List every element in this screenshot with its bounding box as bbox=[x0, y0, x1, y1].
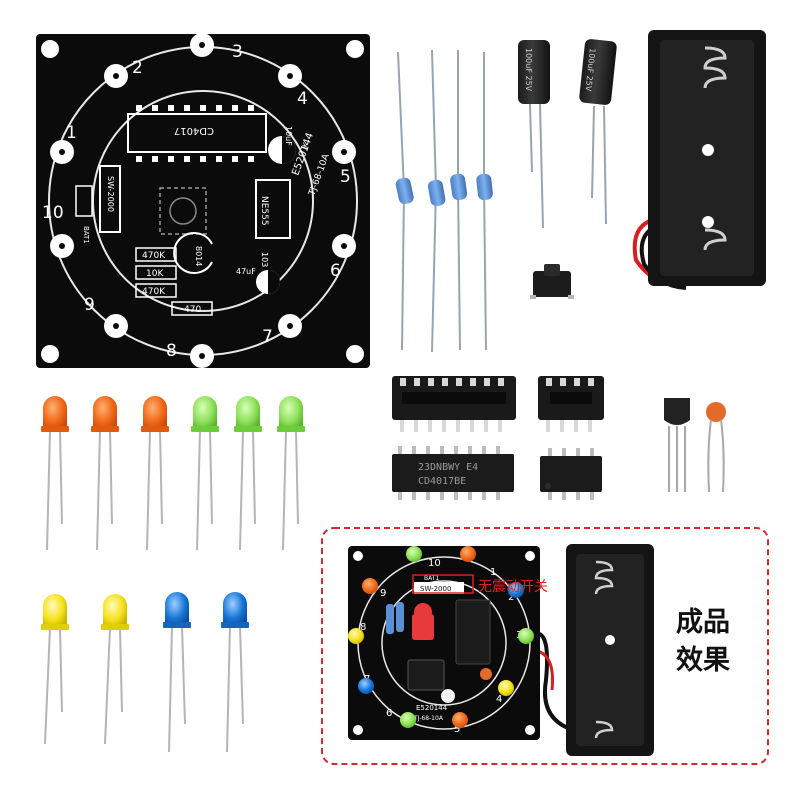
pcb-number-7: 7 bbox=[262, 327, 273, 347]
cd4017-marking-line2: CD4017BE bbox=[418, 476, 466, 487]
pcb-number-1: 1 bbox=[66, 123, 77, 143]
switch-callout: 无震动开关 bbox=[478, 579, 548, 595]
pcb-number-9: 9 bbox=[84, 295, 95, 315]
ic-socket-8pin bbox=[538, 376, 604, 432]
finished-number-5: 5 bbox=[454, 724, 460, 735]
ic-cd4017: 23DNBWY E4 CD4017BE bbox=[392, 446, 514, 500]
finished-number-4: 4 bbox=[496, 694, 502, 705]
pcb-brand: JK bbox=[300, 141, 310, 151]
finished-product-label: 成品 效果 bbox=[676, 604, 756, 680]
pcb-timer-label: NE555 bbox=[259, 196, 269, 226]
transistor bbox=[664, 398, 690, 492]
finished-battery-label: BAT1 bbox=[424, 575, 439, 582]
leds bbox=[41, 396, 305, 753]
finished-board-rev: TJ-68-10A bbox=[413, 715, 444, 722]
finished-board-id: E520144 bbox=[416, 704, 448, 712]
pcb-number-4: 4 bbox=[297, 89, 308, 109]
ic-socket-16pin bbox=[392, 376, 516, 432]
pcb-resistor-label-2: 10K bbox=[146, 269, 164, 279]
ic-ne555 bbox=[540, 448, 602, 500]
cd4017-marking-line1: 23DNBWY E4 bbox=[418, 462, 478, 473]
finished-number-9: 9 bbox=[380, 588, 386, 599]
capacitor-label-1: 100uF 25V bbox=[524, 48, 533, 92]
pcb-battery-label: BAT1 bbox=[82, 226, 90, 244]
ceramic-capacitor bbox=[706, 402, 726, 493]
pcb-board: 1 2 3 4 5 6 7 8 9 10 CD4017 10uF NE555 E… bbox=[36, 33, 370, 368]
finished-number-6: 6 bbox=[386, 708, 392, 719]
tactile-button bbox=[530, 264, 574, 299]
pcb-number-3: 3 bbox=[232, 42, 243, 62]
finished-number-8: 8 bbox=[360, 622, 366, 633]
pcb-resistor-label-4: 470 bbox=[184, 305, 201, 315]
finished-number-2: 2 bbox=[508, 592, 514, 603]
finished-switch-label: SW-2000 bbox=[420, 585, 451, 593]
battery-holder bbox=[632, 30, 766, 290]
pcb-pot-label: 103 bbox=[260, 252, 269, 267]
pcb-cap-label: 10uF bbox=[284, 126, 293, 146]
pcb-number-8: 8 bbox=[166, 341, 177, 361]
finished-number-10: 10 bbox=[428, 558, 441, 569]
pcb-ic-label: CD4017 bbox=[174, 125, 214, 136]
pcb-switch-label: SW-2000 bbox=[106, 176, 115, 212]
finished-title-line1: 成品 bbox=[676, 607, 730, 638]
pcb-cap2-label: 47uF bbox=[236, 267, 256, 276]
pcb-resistor-label-3: 470K bbox=[142, 287, 166, 297]
resistors bbox=[395, 49, 493, 353]
pcb-resistor-label-1: 470K bbox=[142, 251, 166, 261]
finished-title-line2: 效果 bbox=[676, 645, 730, 676]
pcb-transistor-label: 8014 bbox=[194, 246, 203, 266]
pcb-number-6: 6 bbox=[330, 261, 341, 281]
pcb-number-5: 5 bbox=[340, 167, 351, 187]
electrolytic-capacitors: 100uF 25V 100uF 25V bbox=[518, 39, 617, 229]
pcb-number-10: 10 bbox=[42, 203, 64, 223]
finished-product-panel: 10 1 2 3 4 5 6 7 8 9 SW-2000 BAT1 E52014… bbox=[321, 527, 769, 765]
finished-number-1: 1 bbox=[490, 567, 496, 578]
pcb-number-2: 2 bbox=[132, 58, 143, 78]
